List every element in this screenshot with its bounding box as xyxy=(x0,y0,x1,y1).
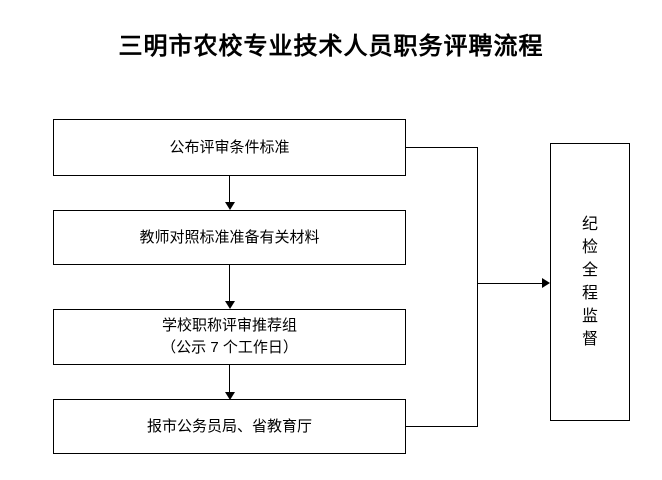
flow-step-report-bureau: 报市公务员局、省教育厅 xyxy=(53,399,406,454)
flow-step-prepare-materials: 教师对照标准准备有关材料 xyxy=(53,210,406,265)
connector-arrow-line xyxy=(477,283,543,284)
supervision-box: 纪检全程监督 xyxy=(550,143,630,421)
connector-bottom-line xyxy=(406,426,478,427)
arrow-step2-to-step3 xyxy=(229,265,230,302)
arrow-step3-to-step4 xyxy=(229,365,230,393)
arrow-step1-to-step2 xyxy=(229,176,230,203)
page-title: 三明市农校专业技术人员职务评聘流程 xyxy=(118,33,544,60)
arrow-down-icon xyxy=(225,202,235,210)
flow-step-recommendation-group: 学校职称评审推荐组 （公示 7 个工作日） xyxy=(53,309,406,365)
connector-vertical-line xyxy=(477,147,478,427)
flow-step-label: 报市公务员局、省教育厅 xyxy=(146,417,312,435)
arrow-down-icon xyxy=(225,392,235,400)
arrow-down-icon xyxy=(225,301,235,309)
flow-step-label-line2: （公示 7 个工作日） xyxy=(161,339,298,356)
flow-step-publish-criteria: 公布评审条件标准 xyxy=(53,119,406,176)
flow-step-label: 公布评审条件标准 xyxy=(169,138,290,156)
arrow-right-icon xyxy=(542,278,550,288)
connector-top-line xyxy=(406,147,478,148)
flow-step-label: 教师对照标准准备有关材料 xyxy=(139,228,320,246)
flow-step-label: 学校职称评审推荐组 xyxy=(161,317,297,334)
supervision-label: 纪检全程监督 xyxy=(581,216,598,348)
